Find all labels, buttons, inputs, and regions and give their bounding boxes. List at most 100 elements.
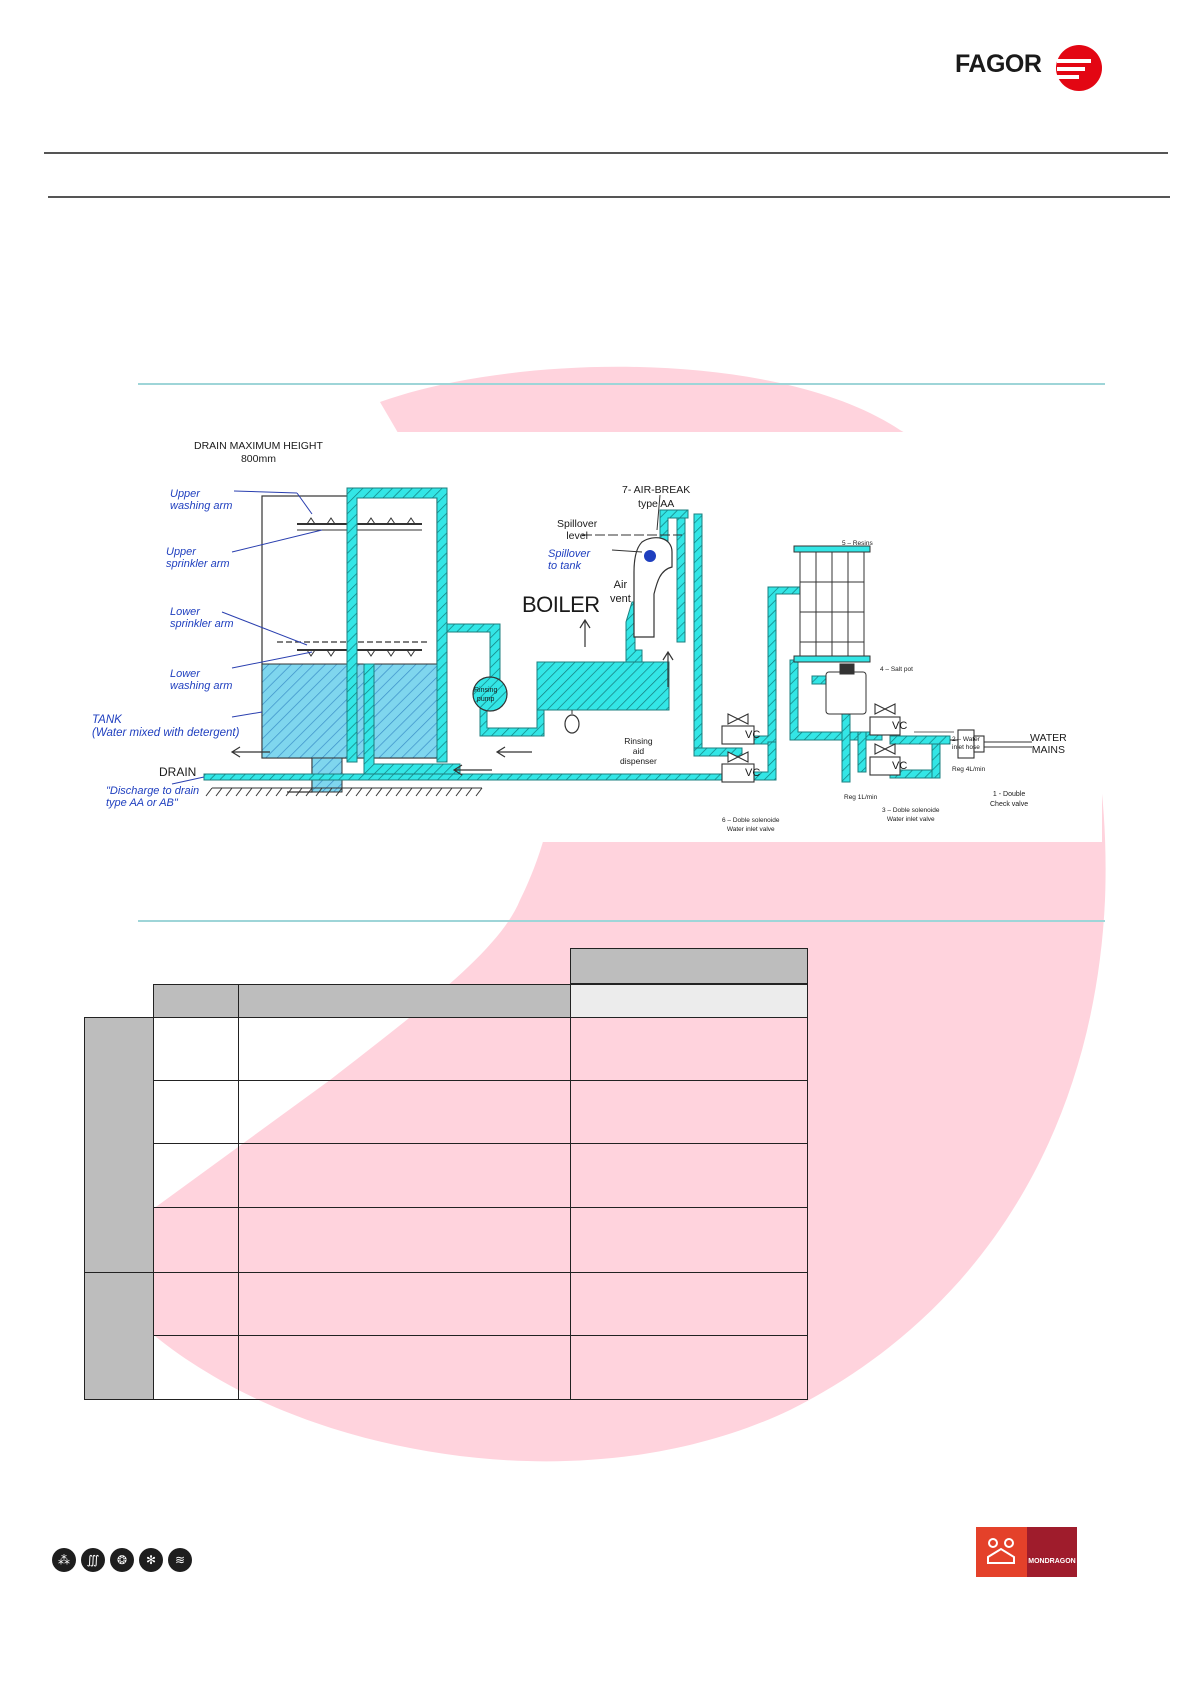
check-valve-label: 1 - Double xyxy=(992,791,1026,798)
mondragon-text: MONDRAGON xyxy=(1027,1527,1077,1577)
drain-label: DRAIN xyxy=(159,765,197,779)
solenoid-3-label: 3 – Doble solenoide xyxy=(882,807,940,814)
spillover-tank-label: Spillover xyxy=(548,548,591,560)
table-group-1 xyxy=(84,1017,154,1273)
salt-pot xyxy=(825,663,867,715)
table-row xyxy=(570,1335,808,1400)
section-rule-top xyxy=(138,383,1105,385)
header-rule-top xyxy=(44,152,1168,154)
table-row xyxy=(153,1017,239,1081)
check-valve xyxy=(950,729,1032,759)
refrigeration-icon: ✻ xyxy=(139,1548,163,1572)
table-row xyxy=(238,1207,571,1273)
air-vent-label: Air xyxy=(613,579,628,591)
vc-label-3: VC xyxy=(892,720,908,732)
water-mains-label-2: MAINS xyxy=(1031,744,1065,756)
mondragon-logo: MONDRAGON xyxy=(976,1527,1077,1577)
check-valve-label-2: Check valve xyxy=(990,801,1029,808)
fagor-logo-text: FAGOR xyxy=(955,50,1042,78)
fagor-logo: FAGOR xyxy=(955,44,1110,94)
header-rule-bottom xyxy=(48,196,1170,198)
vc-label-4: VC xyxy=(892,760,908,772)
section-rule-bottom xyxy=(138,920,1105,922)
footer-icons: ⁂ ∭ ❂ ✻ ≋ xyxy=(52,1548,192,1574)
salt-pot-label: 4 – Salt pot xyxy=(880,666,913,673)
air-vent-arrow xyxy=(579,618,591,647)
table-header-col-3 xyxy=(570,984,808,1018)
table-row xyxy=(238,1335,571,1400)
diagram-drawing xyxy=(171,487,1032,797)
table-header-col-1 xyxy=(153,984,239,1018)
solenoid-6-label-2: Water inlet valve xyxy=(726,826,775,833)
table-row xyxy=(153,1207,239,1273)
heating-icon: ∭ xyxy=(81,1548,105,1572)
table-row xyxy=(238,1143,571,1208)
rinsing-aid-label: Rinsing xyxy=(624,736,653,746)
tank-label: TANK xyxy=(92,714,122,726)
rinsing-aid-label-2: aid xyxy=(632,746,645,756)
table-row xyxy=(153,1335,239,1400)
reg-1-label: Reg 1L/min xyxy=(844,794,878,801)
drain-max-height-label: DRAIN MAXIMUM HEIGHT xyxy=(194,440,323,452)
spillover-level-label: Spillover xyxy=(557,518,598,530)
rinsing-aid-label-3: dispenser xyxy=(620,756,657,766)
air-break-label-2: type AA xyxy=(638,498,675,510)
mondragon-mark-icon xyxy=(976,1527,1027,1577)
floor xyxy=(171,776,483,797)
table-group-2 xyxy=(84,1272,154,1400)
lower-sprinkler-arm-label: Lower xyxy=(170,606,200,618)
vc-valves xyxy=(721,703,901,783)
discharge-label: "Discharge to drain xyxy=(106,785,200,797)
solenoid-6-label: 6 – Doble solenoide xyxy=(722,817,780,824)
vc-label-2: VC xyxy=(745,767,761,779)
table-row xyxy=(570,1143,808,1208)
table-row xyxy=(153,1143,239,1208)
reg-4-label: Reg 4L/min xyxy=(952,766,986,773)
fagor-logo-icon xyxy=(1056,45,1102,91)
upper-washing-arm-label: Upper xyxy=(170,488,200,500)
tank-label-2: (Water mixed with detergent) xyxy=(92,727,240,739)
table-row xyxy=(570,1080,808,1144)
table-row xyxy=(238,1272,571,1336)
upper-sprinkler-arm-label-2: sprinkler arm xyxy=(166,558,230,570)
drain-max-height-value: 800mm xyxy=(240,453,276,465)
table-row xyxy=(570,1017,808,1081)
resins-label: 5 – Resins xyxy=(842,540,873,547)
rinsing-aid-dispenser xyxy=(564,714,580,734)
laundry-icon: ≋ xyxy=(168,1548,192,1572)
table-header-group xyxy=(570,948,808,984)
air-break-label: 7- AIR-BREAK xyxy=(622,484,691,496)
table-header-col-2 xyxy=(238,984,571,1018)
table-row xyxy=(153,1080,239,1144)
water-hose-label-2: inlet hose xyxy=(952,744,980,751)
washing-icon: ❂ xyxy=(110,1548,134,1572)
table-row xyxy=(238,1017,571,1081)
rinsing-pump-label-2: pump xyxy=(476,696,495,703)
vc-label-1: VC xyxy=(745,729,761,741)
water-circuit-diagram: DRAIN MAXIMUM HEIGHT 800mm Upper washing… xyxy=(82,432,1102,842)
lower-sprinkler-arm-label-2: sprinkler arm xyxy=(170,618,234,630)
spillover-tank-label-2: to tank xyxy=(548,560,582,572)
air-break-body xyxy=(633,537,673,638)
spillover-icon xyxy=(644,550,656,562)
resin-column xyxy=(793,545,871,663)
lower-washing-arm-label: Lower xyxy=(170,668,200,680)
table-row xyxy=(570,1207,808,1273)
air-vent-label-2: vent xyxy=(610,593,631,605)
cooking-icon: ⁂ xyxy=(52,1548,76,1572)
table-row xyxy=(570,1272,808,1336)
upper-sprinkler-arm-label: Upper xyxy=(166,546,196,558)
boiler-label: BOILER xyxy=(522,592,600,617)
spillover-level-label-2: level xyxy=(566,530,588,542)
solenoid-3-label-2: Water inlet valve xyxy=(886,816,935,823)
discharge-label-2: type AA or AB" xyxy=(106,797,178,809)
table-row xyxy=(153,1272,239,1336)
water-hose-label: 2 – Water xyxy=(952,736,980,743)
rinsing-pump-label: Rinsing xyxy=(474,687,498,694)
lower-washing-arm-label-2: washing arm xyxy=(170,680,233,692)
rinsing-pump xyxy=(472,676,508,712)
water-mains-label: WATER xyxy=(1030,732,1067,744)
upper-washing-arm-label-2: washing arm xyxy=(170,500,233,512)
